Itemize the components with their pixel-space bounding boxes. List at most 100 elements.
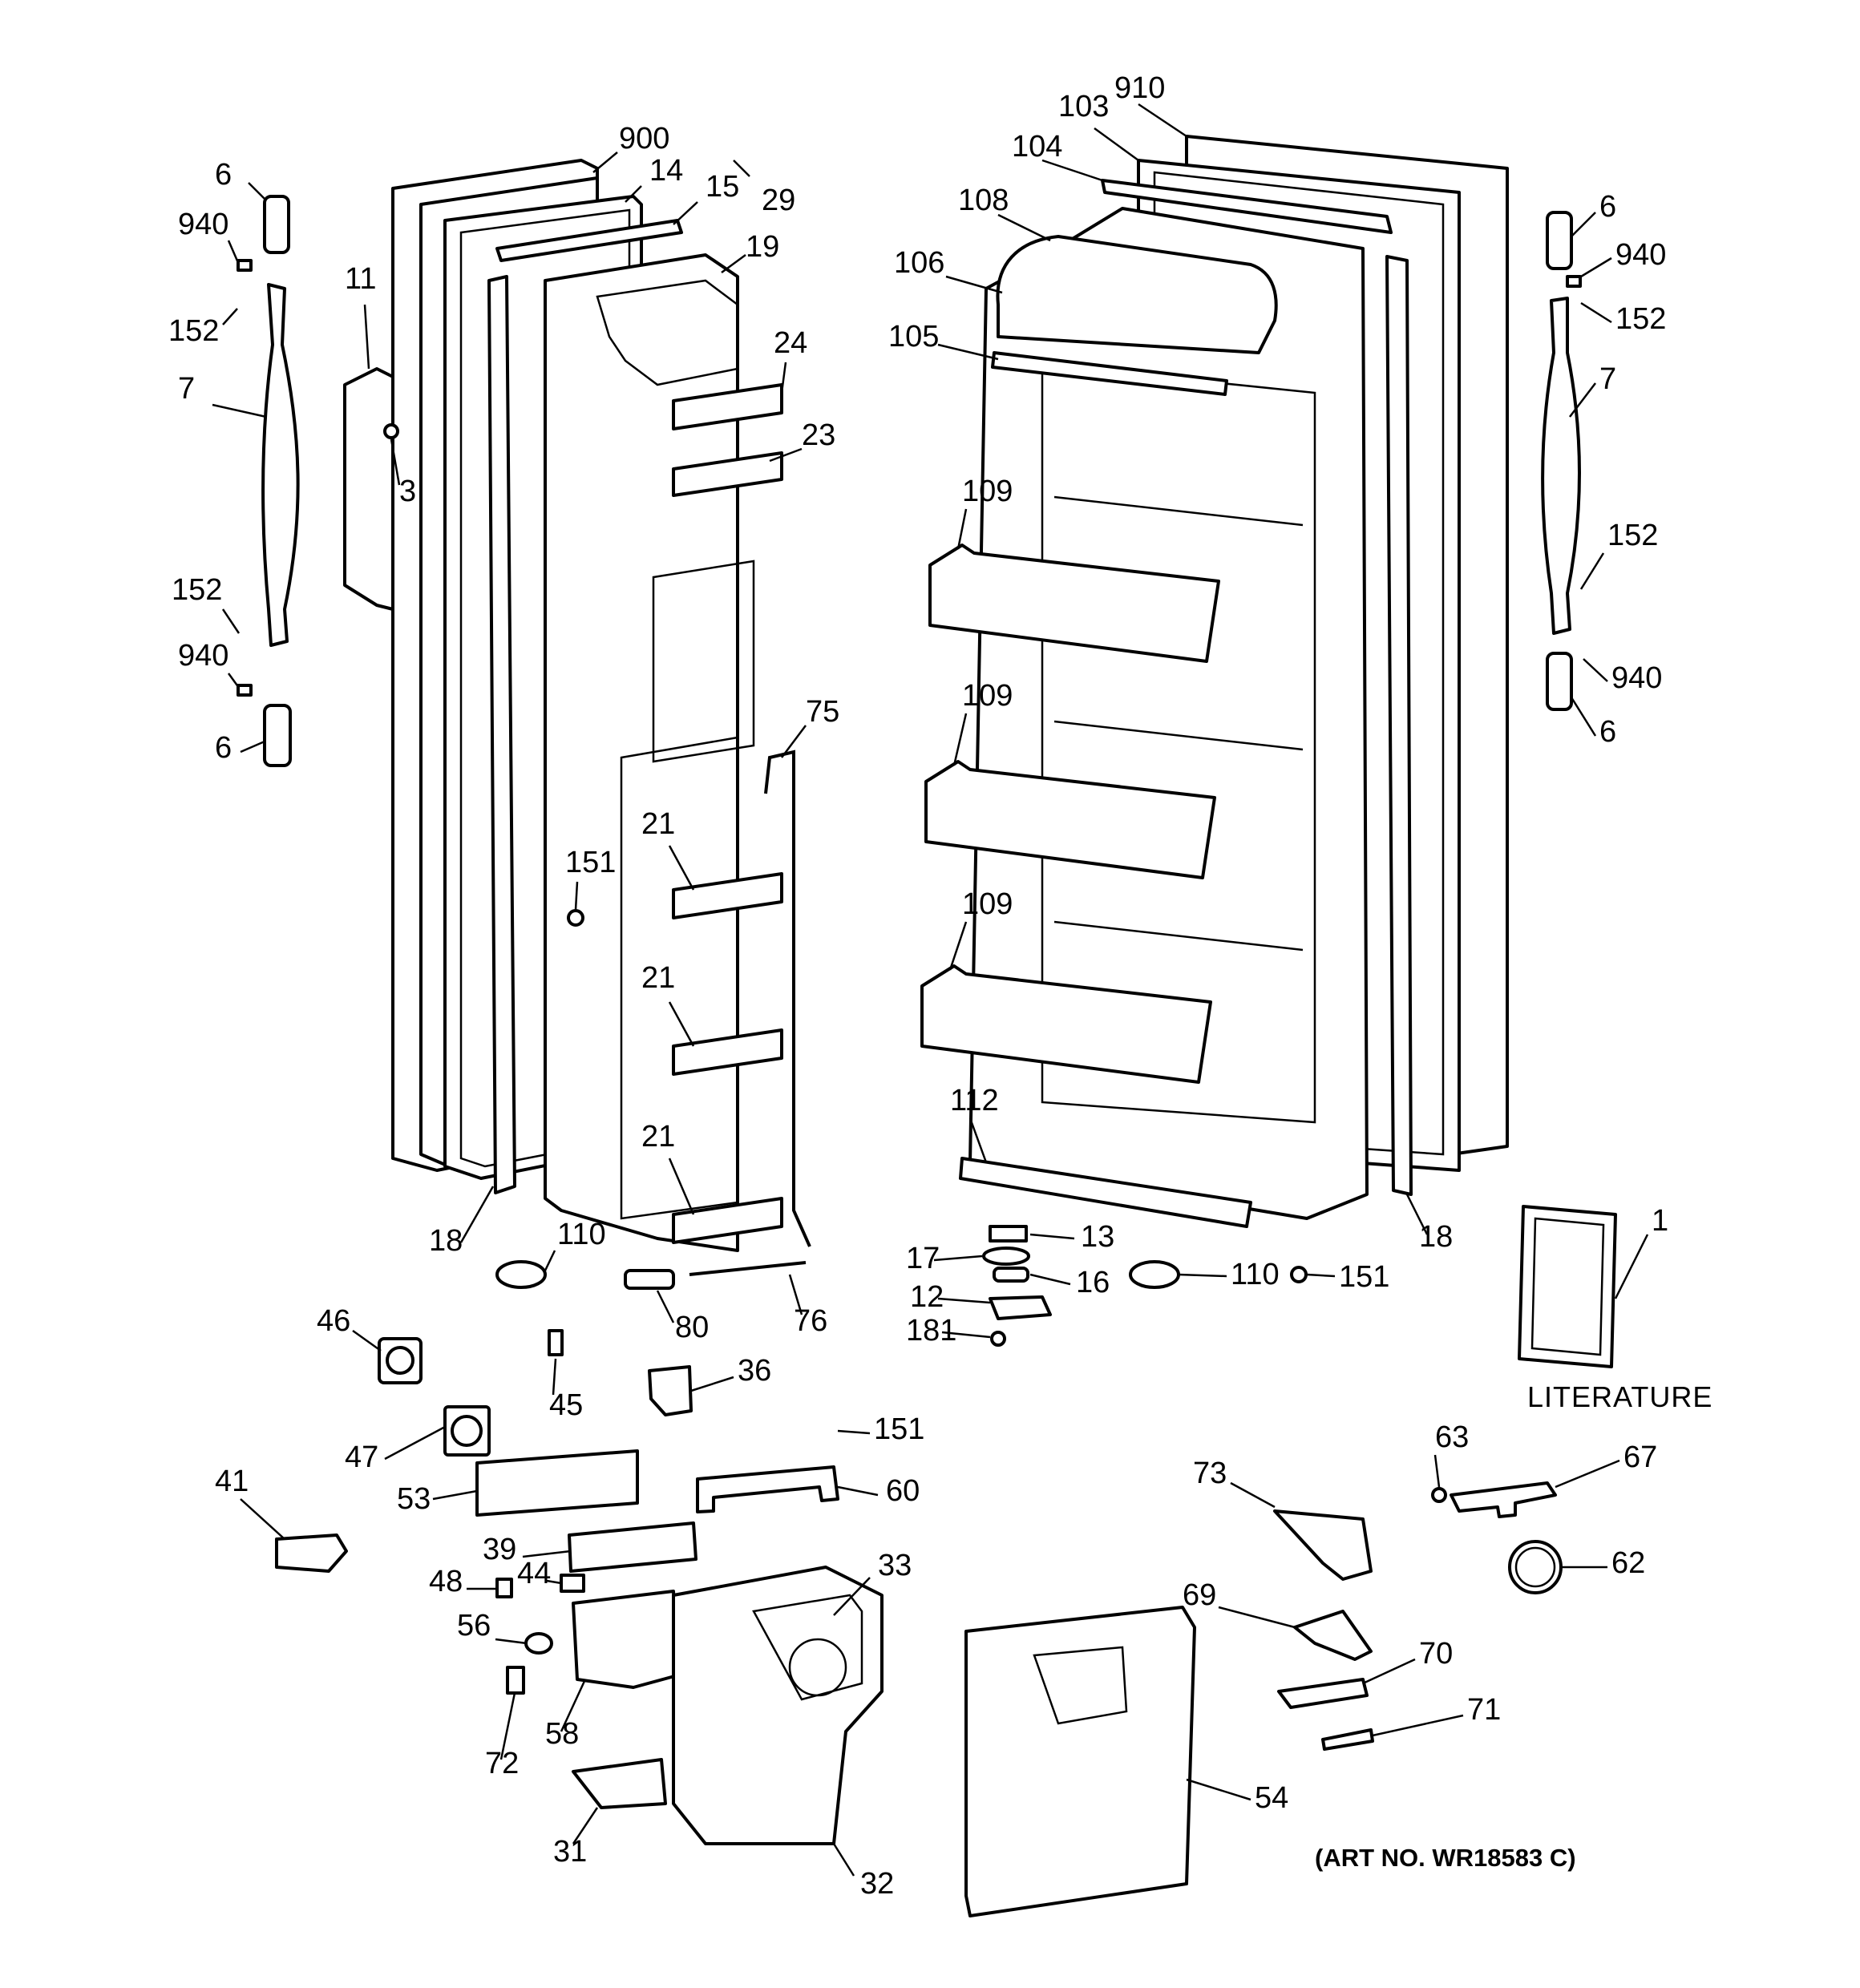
- callout-7: 7: [178, 372, 195, 406]
- callout-53: 53: [397, 1482, 431, 1516]
- callout-152: 152: [168, 314, 219, 348]
- callout-leader-3: [390, 438, 401, 486]
- callout-leader-54: [1186, 1778, 1251, 1801]
- callout-leader-70: [1362, 1658, 1416, 1685]
- spring-63: [1431, 1487, 1447, 1503]
- callout-leader-109: [956, 508, 968, 550]
- chute-73: [1273, 1509, 1373, 1581]
- callout-leader-7: [212, 403, 267, 418]
- callout-910: 910: [1114, 71, 1165, 105]
- part-69: [1293, 1610, 1373, 1661]
- callout-106: 106: [894, 246, 944, 280]
- callout-leader-53: [432, 1489, 478, 1501]
- drip-tray-31: [572, 1758, 667, 1809]
- callout-leader-76: [788, 1274, 803, 1315]
- callout-940: 940: [1611, 661, 1662, 695]
- callout-leader-16: [1029, 1273, 1071, 1286]
- handle-cap-bottom-right: [1546, 652, 1573, 711]
- bracket-70: [1277, 1678, 1369, 1709]
- callout-leader-80: [656, 1290, 675, 1323]
- callout-leader-69: [1218, 1606, 1296, 1629]
- callout-leader-110: [1178, 1273, 1227, 1278]
- art-number: (ART NO. WR18583 C): [1315, 1844, 1576, 1872]
- callout-29: 29: [762, 184, 795, 217]
- bracket-67: [1450, 1481, 1557, 1518]
- freezer-liner-chute-recess: [652, 560, 755, 763]
- door-bin-top: [928, 543, 1220, 663]
- water-tube-76: [689, 1261, 807, 1276]
- callout-leader-103: [1094, 127, 1139, 162]
- callout-940: 940: [1615, 238, 1666, 272]
- callout-leader-18: [1405, 1194, 1429, 1235]
- callout-leader-106: [945, 275, 1003, 294]
- callout-16: 16: [1076, 1266, 1110, 1299]
- callout-leader-108: [997, 213, 1051, 242]
- callout-leader-6: [1570, 697, 1597, 737]
- callout-leader-41: [240, 1498, 285, 1540]
- callout-109: 109: [962, 887, 1013, 921]
- housing-58: [572, 1590, 679, 1689]
- callout-leader-32: [832, 1843, 855, 1877]
- freezer-top-strip: [495, 219, 683, 262]
- dispenser-housing-32: [672, 1566, 884, 1845]
- hinge-parts: [982, 1225, 1052, 1347]
- callout-leader-940: [227, 673, 241, 689]
- callout-151: 151: [874, 1412, 924, 1446]
- freezer-door-plug: [495, 1260, 547, 1289]
- fresh-food-door-liner: [968, 207, 1369, 1220]
- callout-110: 110: [1231, 1258, 1280, 1291]
- callout-leader-910: [1138, 103, 1187, 138]
- callout-19: 19: [746, 230, 779, 264]
- handle-cap-bottom: [263, 704, 292, 767]
- callout-151: 151: [1339, 1260, 1389, 1294]
- part-71: [1321, 1728, 1374, 1751]
- callout-6: 6: [1599, 190, 1616, 224]
- callout-15: 15: [706, 170, 739, 204]
- callout-900: 900: [619, 122, 669, 156]
- callout-leader-58: [560, 1679, 587, 1732]
- freezer-liner-upper-shelf: [596, 279, 739, 386]
- callout-leader-24: [780, 362, 787, 394]
- callout-152: 152: [1607, 519, 1658, 552]
- callout-109: 109: [962, 475, 1013, 508]
- callout-leader-152: [1580, 301, 1612, 324]
- trim-screw: [383, 423, 399, 439]
- freezer-liner-lower-channel: [620, 736, 739, 1220]
- callout-leader-940: [227, 240, 241, 265]
- callout-leader-18: [459, 1186, 495, 1243]
- callout-6: 6: [215, 158, 232, 192]
- callout-leader-29: [733, 160, 750, 177]
- water-fitting: [624, 1269, 675, 1290]
- callout-11: 11: [345, 262, 376, 296]
- callout-leader-181: [941, 1331, 991, 1339]
- fresh-food-door-plug: [1129, 1260, 1180, 1289]
- dispenser-panel-opening: [1033, 1646, 1128, 1725]
- hinge-12: [989, 1295, 1052, 1320]
- water-tube-75: [764, 750, 811, 1247]
- callout-56: 56: [457, 1609, 491, 1643]
- callout-6: 6: [215, 731, 232, 765]
- callout-leader-67: [1555, 1459, 1620, 1489]
- ring-62: [1508, 1540, 1563, 1594]
- door-bin-bottom: [920, 964, 1212, 1084]
- callout-18: 18: [1419, 1220, 1453, 1254]
- switch-45: [548, 1329, 564, 1356]
- fresh-food-shelf-line-1: [1053, 495, 1304, 527]
- callout-14: 14: [649, 154, 683, 188]
- callout-58: 58: [545, 1717, 579, 1751]
- callout-leader-21: [668, 1158, 695, 1215]
- callout-39: 39: [483, 1533, 516, 1566]
- callout-leader-13: [1029, 1233, 1075, 1240]
- callout-leader-44: [546, 1579, 562, 1585]
- callout-45: 45: [549, 1388, 583, 1422]
- callout-3: 3: [399, 475, 416, 508]
- callout-104: 104: [1012, 130, 1062, 164]
- callout-112: 112: [950, 1084, 999, 1117]
- callout-leader-1: [1614, 1234, 1649, 1299]
- callout-1: 1: [1652, 1204, 1668, 1238]
- part-48: [495, 1578, 513, 1598]
- callout-12: 12: [910, 1280, 944, 1314]
- callout-33: 33: [878, 1549, 912, 1582]
